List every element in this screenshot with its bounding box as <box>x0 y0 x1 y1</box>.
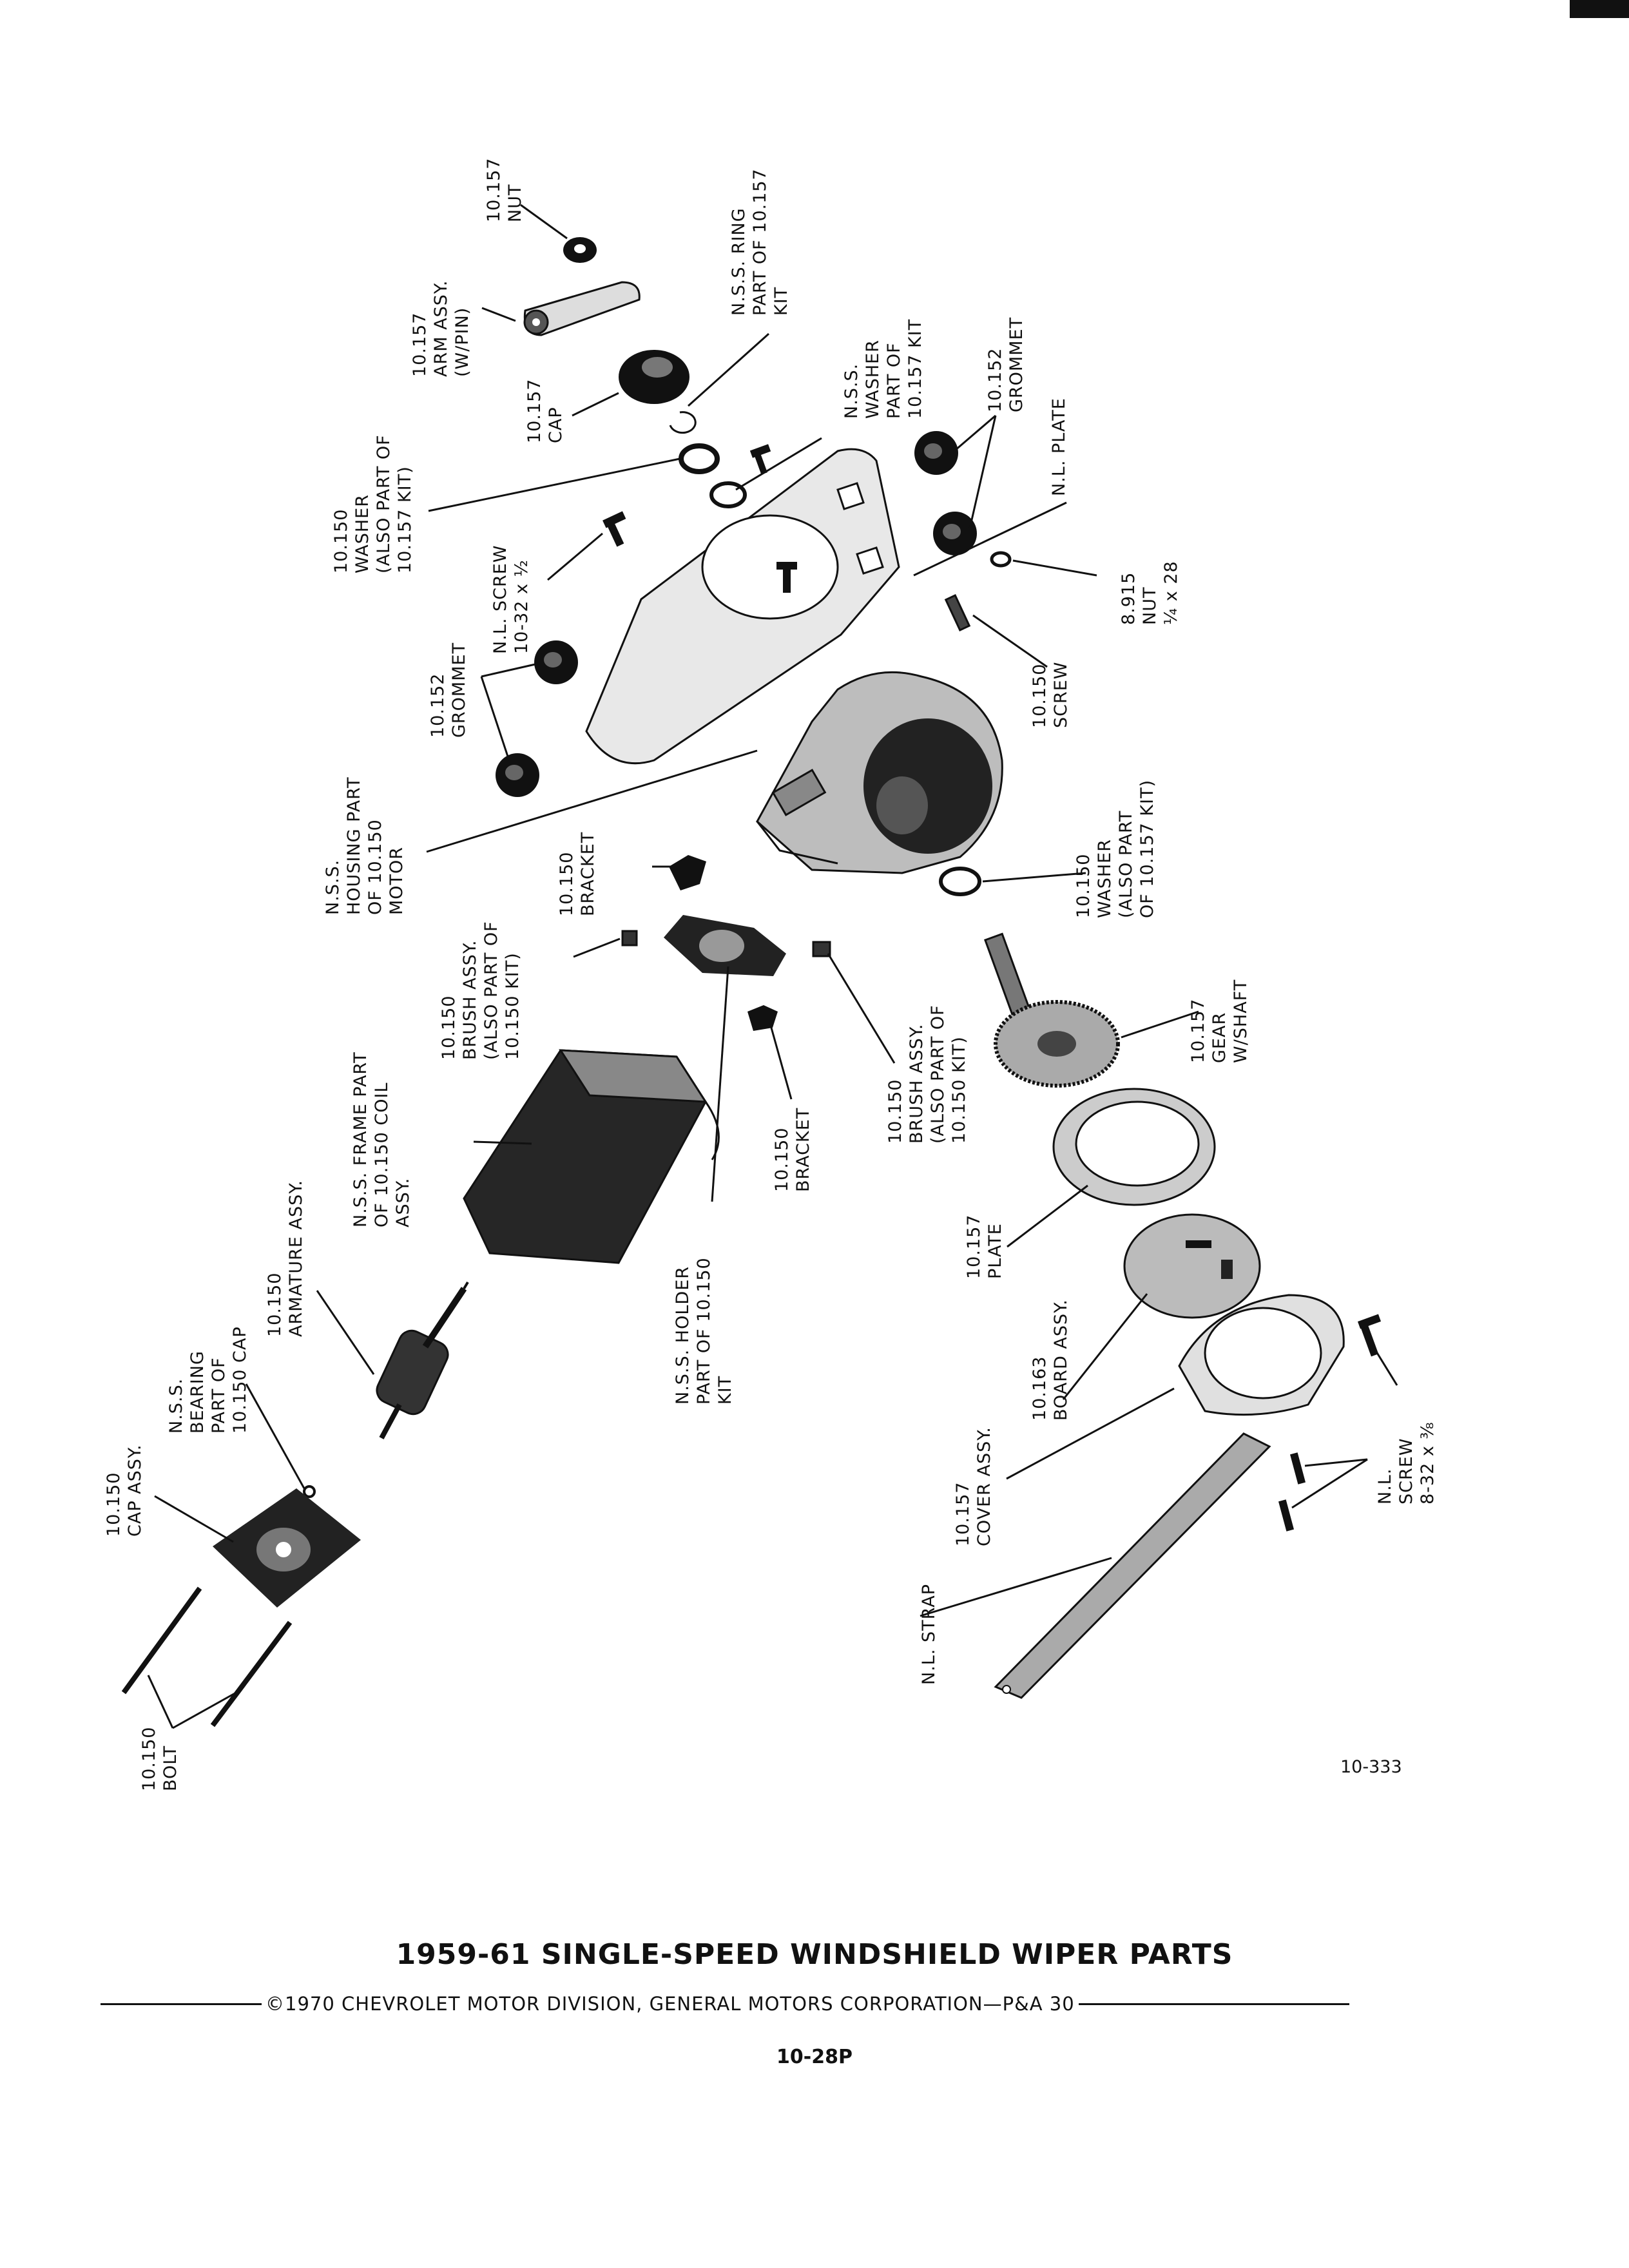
part-grommet-left-lower <box>496 753 539 797</box>
part-bolt-right <box>210 1620 293 1727</box>
part-nl-screw-10-32 <box>602 511 626 547</box>
callout-arm-assy: 10.157ARM ASSY.(W/PIN) <box>410 280 472 377</box>
page-title: 1959-61 SINGLE-SPEED WINDSHIELD WIPER PA… <box>396 1938 1233 1971</box>
part-washer-10150-right <box>939 867 981 896</box>
part-bracket-bottom <box>747 1005 778 1031</box>
callout-nl-screw-10-32: N.L. SCREW10-32 x ½ <box>490 545 532 655</box>
part-nl-strap <box>994 1432 1271 1699</box>
part-arm-assy <box>523 281 641 336</box>
callout-holder: N.S.S. HOLDERPART OF 10.150KIT <box>673 1257 735 1405</box>
part-cover-assy <box>1178 1294 1345 1416</box>
callout-labels: 10.157NUT 10.157ARM ASSY.(W/PIN) 10.157C… <box>104 158 1438 1791</box>
part-nut-8915 <box>990 551 1012 568</box>
callout-nut-8915: 8.915NUT¼ x 28 <box>1119 561 1181 625</box>
rule-left <box>101 2003 262 2005</box>
callout-grommet-right: 10.152GROMMET <box>985 317 1027 412</box>
page-number: 10-28P <box>776 2046 853 2068</box>
callout-ring: N.S.S. RINGPART OF 10.157KIT <box>729 168 791 316</box>
part-brush-right <box>812 941 831 957</box>
part-cap-10157 <box>619 350 689 404</box>
part-bolt-left <box>121 1586 202 1695</box>
callout-bracket-top: 10.150BRACKET <box>557 832 598 916</box>
part-bearing <box>303 1485 316 1498</box>
callout-washer-10150-top: 10.150WASHER(ALSO PART OF10.157 KIT) <box>331 434 415 573</box>
callout-plate-10157: 10.157PLATE <box>964 1215 1005 1279</box>
callout-cap-assy: 10.150CAP ASSY. <box>104 1444 145 1537</box>
part-brush-left <box>621 930 638 947</box>
callout-bracket-bottom: 10.150BRACKET <box>772 1108 813 1192</box>
part-housing <box>756 671 1003 874</box>
rule-right <box>1078 2003 1349 2005</box>
scan-corner-mark <box>1570 0 1629 18</box>
leader-lines <box>147 204 1398 1729</box>
part-nl-screw-8-32-lower <box>1278 1452 1306 1532</box>
callout-bolt: 10.150BOLT <box>139 1727 180 1791</box>
callout-frame: N.S.S. FRAME PARTOF 10.150 COILASSY. <box>351 1052 413 1227</box>
part-nl-screw-8-32-upper <box>1357 1314 1382 1357</box>
callout-strap: N.L. STRAP <box>919 1584 939 1685</box>
part-board-assy <box>1123 1213 1261 1319</box>
part-nl-plate <box>585 448 900 765</box>
part-frame <box>463 1049 720 1264</box>
callout-nut-10157: 10.157NUT <box>484 158 525 222</box>
callout-nl-plate: N.L. PLATE <box>1049 398 1069 496</box>
callout-nl-screw-8-32: N.L.SCREW8-32 x ⅜ <box>1375 1421 1438 1504</box>
part-gear-shaft <box>983 932 1120 1088</box>
callout-washer-10150-right: 10.150WASHER(ALSO PARTOF 10.157 KIT) <box>1074 780 1157 918</box>
part-bracket-top <box>669 855 706 890</box>
part-armature <box>376 1281 469 1439</box>
callout-gear: 10.157GEARW/SHAFT <box>1188 979 1251 1063</box>
copyright-line: ©1970 CHEVROLET MOTOR DIVISION, GENERAL … <box>97 1993 1353 2015</box>
part-nut-10157 <box>563 237 597 263</box>
part-grommet-right-lower <box>933 512 977 555</box>
callout-brush-left: 10.150BRUSH ASSY.(ALSO PART OF10.150 KIT… <box>439 921 523 1060</box>
part-cap-assy <box>213 1488 361 1608</box>
callout-armature: 10.150ARMATURE ASSY. <box>265 1180 306 1337</box>
part-brush-holder <box>664 915 786 976</box>
callout-housing: N.S.S.HOUSING PARTOF 10.150MOTOR <box>323 777 407 915</box>
callout-screw-10150: 10.150SCREW <box>1030 661 1071 728</box>
callout-board: 10.163BOARD ASSY. <box>1030 1299 1071 1421</box>
callout-brush-right: 10.150BRUSH ASSY.(ALSO PART OF10.150 KIT… <box>885 1004 969 1144</box>
callout-cover: 10.157COVER ASSY. <box>953 1427 994 1546</box>
part-screw-10150 <box>944 594 971 631</box>
callout-bearing: N.S.S.BEARINGPART OF10.150 CAP <box>166 1326 250 1434</box>
part-washer-10150-top <box>679 443 720 474</box>
figure-reference-number: 10-333 <box>1340 1757 1402 1777</box>
callout-grommet-left: 10.152GROMMET <box>428 642 469 738</box>
callout-washer-nss: N.S.S.WASHERPART OF10.157 KIT <box>842 319 925 419</box>
callout-cap-10157: 10.157CAP <box>525 379 566 443</box>
part-washer-nss <box>709 481 747 508</box>
part-plate-10157 <box>1052 1088 1216 1206</box>
part-grommet-left-upper <box>534 640 578 684</box>
copyright-text: ©1970 CHEVROLET MOTOR DIVISION, GENERAL … <box>265 1993 1075 2015</box>
part-grommet-right-upper <box>914 431 958 475</box>
part-small-screw-top <box>749 444 771 475</box>
part-ring <box>669 411 697 434</box>
